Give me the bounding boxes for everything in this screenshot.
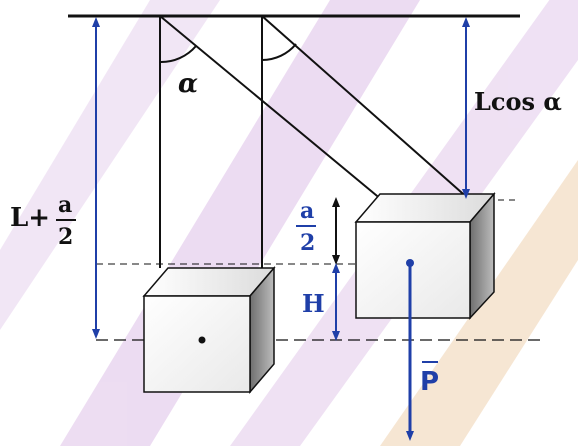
angle-arc-left [159, 45, 197, 64]
angle-arc-right [261, 43, 297, 62]
label-alpha: α [178, 69, 198, 99]
label-length-left-frac-num: a [58, 192, 72, 218]
label-lcos-alpha: Lcos α [474, 87, 562, 116]
label-weight: P [420, 367, 439, 397]
label-height: H [302, 289, 325, 318]
string-deflected-1 [159, 15, 383, 201]
string-deflected-2 [261, 15, 471, 201]
center-of-mass-rest [198, 336, 206, 344]
cube-rest [142, 265, 276, 395]
label-half-a-num: a [300, 198, 314, 224]
label-length-left: L+ [10, 203, 50, 233]
label-half-a-den: 2 [300, 230, 315, 256]
cube-deflected [354, 191, 496, 320]
label-length-left-frac-den: 2 [58, 224, 73, 250]
